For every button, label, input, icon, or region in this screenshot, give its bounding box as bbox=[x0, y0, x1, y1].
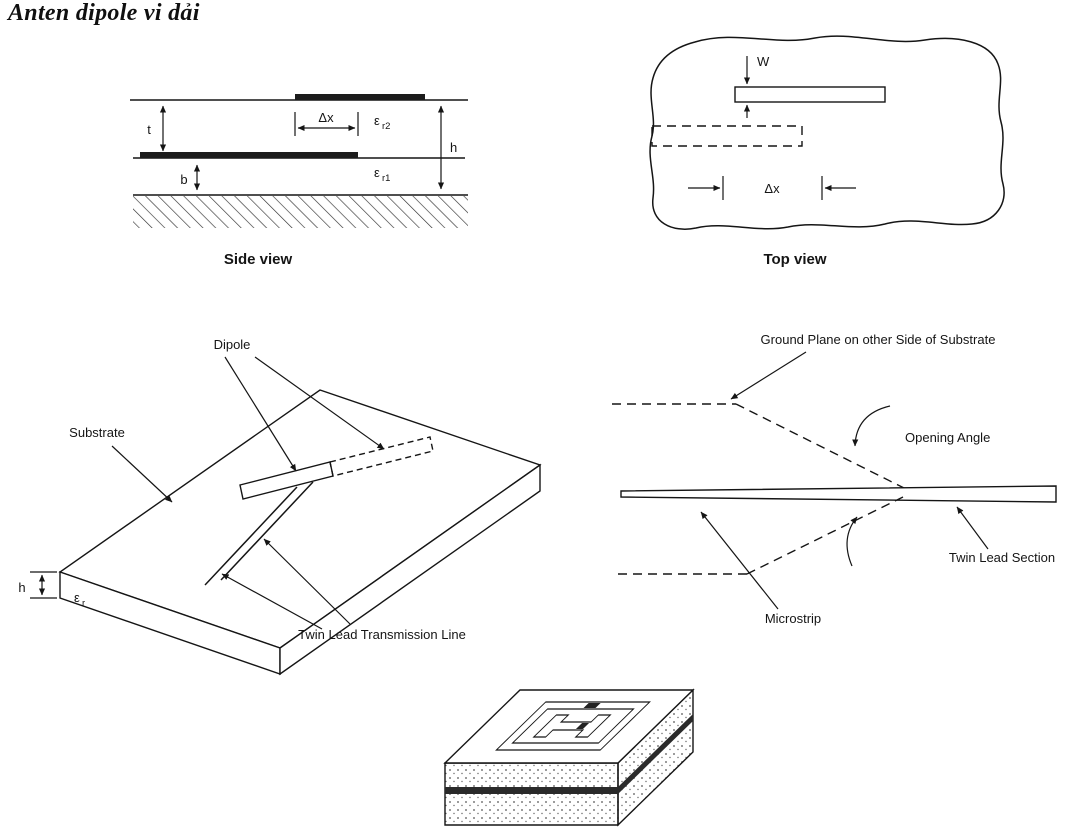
figure-side-view: t b Δx ε r2 ε r1 h Side view bbox=[130, 94, 468, 268]
page-title: Anten dipole vi dải bbox=[8, 0, 200, 26]
substrate-outline-blob bbox=[649, 35, 1005, 230]
lower-conductor-strip bbox=[140, 152, 358, 158]
twin-lead-arrow-2 bbox=[263, 538, 351, 625]
ring-trace-inner bbox=[511, 708, 635, 744]
figure-top-view: W Δx Top view bbox=[649, 35, 1005, 268]
substrate-arrow bbox=[111, 445, 173, 503]
dx-label: Δx bbox=[764, 181, 780, 196]
opening-angle-label: Opening Angle bbox=[905, 430, 990, 445]
figure-stacked-patch-3d bbox=[443, 688, 695, 827]
opening-angle-arc-top bbox=[852, 405, 891, 447]
feed-mark-center bbox=[575, 723, 590, 729]
h-label: h bbox=[450, 140, 457, 155]
dipole-arrow-1 bbox=[224, 356, 297, 472]
buried-conductor-dashed bbox=[651, 125, 803, 147]
epsilon-r1-subscript: r1 bbox=[382, 173, 390, 184]
middle-layer-front bbox=[445, 787, 618, 794]
dx-label: Δx bbox=[318, 110, 334, 125]
substrate-front-face bbox=[279, 463, 541, 676]
w-label: W bbox=[757, 54, 770, 69]
dipole-arrow-2 bbox=[254, 356, 385, 450]
opening-angle-arc-bottom bbox=[846, 516, 858, 567]
twin-lead-line-2 bbox=[220, 481, 314, 581]
ground-plane-hatch bbox=[133, 196, 468, 228]
microstrip-twin-lead-strip bbox=[620, 485, 1057, 503]
upper-conductor-strip bbox=[295, 94, 425, 100]
ring-trace-outer bbox=[495, 701, 651, 751]
twin-lead-line-1 bbox=[204, 486, 298, 586]
twin-lead-section-label: Twin Lead Section bbox=[949, 550, 1055, 565]
top-conductor-strip bbox=[734, 86, 886, 103]
ground-dash-top-flare bbox=[735, 403, 907, 490]
epsilon-r2-label: ε bbox=[374, 113, 380, 128]
epsilon-r2-subscript: r2 bbox=[382, 121, 390, 132]
middle-layer-side bbox=[618, 714, 693, 794]
h-label: h bbox=[18, 580, 25, 595]
side-view-caption: Side view bbox=[224, 251, 293, 268]
feed-mark-top bbox=[583, 703, 601, 708]
epsilon-r1-label: ε bbox=[374, 165, 380, 180]
epsilon-r-subscript: r bbox=[82, 598, 85, 609]
dipole-label: Dipole bbox=[214, 337, 251, 352]
t-label: t bbox=[147, 122, 151, 137]
dipole-arm-dashed bbox=[329, 436, 434, 477]
b-label: b bbox=[180, 172, 187, 187]
top-view-caption: Top view bbox=[763, 251, 826, 268]
microstrip-label: Microstrip bbox=[765, 611, 821, 626]
figure-printed-dipole-3d: Dipole Substrate Twin Lead Transmission … bbox=[18, 337, 542, 676]
figure-flared-feed: Ground Plane on other Side of Substrate … bbox=[612, 332, 1057, 626]
h-shaped-patch bbox=[532, 714, 612, 738]
epsilon-r-label: ε bbox=[74, 590, 80, 605]
twin-lead-label: Twin Lead Transmission Line bbox=[298, 627, 466, 642]
twin-lead-section-arrow bbox=[956, 506, 989, 550]
twin-lead-arrow-1 bbox=[221, 573, 323, 630]
substrate-label: Substrate bbox=[69, 425, 125, 440]
ground-dash-bottom-flare bbox=[746, 496, 904, 575]
ground-plane-label: Ground Plane on other Side of Substrate bbox=[761, 332, 996, 347]
top-face-traces bbox=[495, 701, 651, 751]
microstrip-arrow bbox=[700, 511, 779, 610]
ground-plane-arrow bbox=[730, 351, 807, 400]
